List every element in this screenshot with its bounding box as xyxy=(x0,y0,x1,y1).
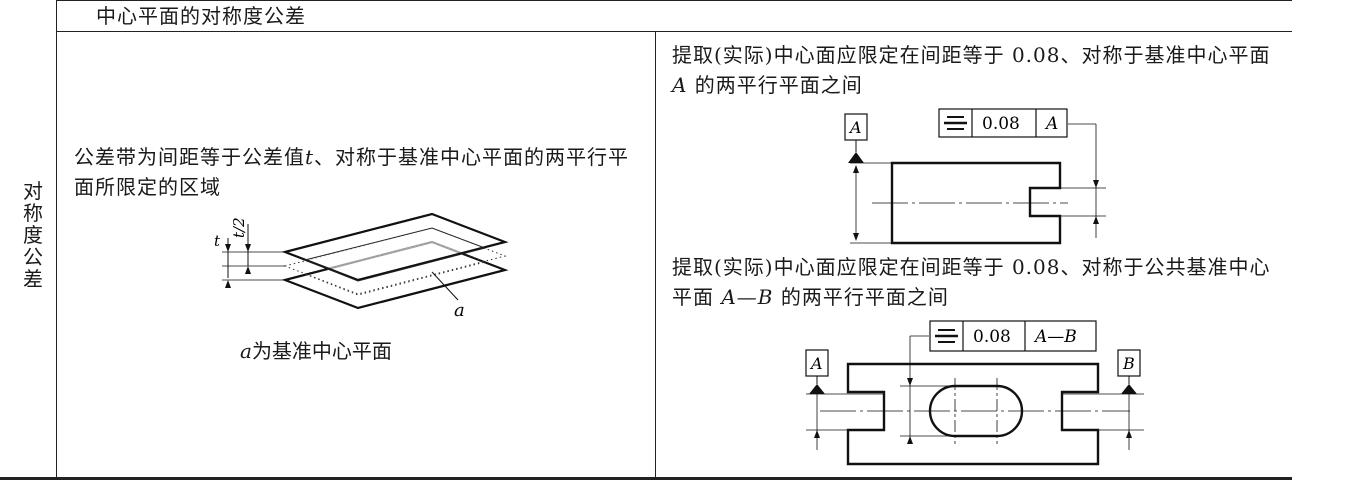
symmetry-icon xyxy=(935,329,958,343)
case2-description: 提取(实际)中心面应限定在间距等于 0.08、对称于公共基准中心平面 A—B 的… xyxy=(672,252,1284,312)
row-label: 对 称 度 公 差 xyxy=(20,180,46,290)
case1-frame-datum: A xyxy=(1044,114,1058,134)
case2-frame-value: 0.08 xyxy=(973,327,1011,347)
row-label-char: 公 xyxy=(23,245,43,269)
row-label-char: 度 xyxy=(23,223,43,247)
case1-datum-label: A xyxy=(848,118,862,137)
desc-part: 公差带为间距等于公差值 xyxy=(74,145,305,169)
case2-text: 提取(实际)中心面应限定在间距等于 0.08、对称于公共基准中心平面 xyxy=(672,255,1271,309)
content-column-divider xyxy=(655,31,656,478)
case2-frame-datum: A—B xyxy=(1033,327,1077,347)
row-label-char: 称 xyxy=(23,201,43,225)
case1-drawing: A xyxy=(844,113,1106,245)
case2-text: 的两平行平面之间 xyxy=(773,285,949,309)
header-bottom-rule xyxy=(56,31,1292,32)
caption-symbol: a xyxy=(240,339,252,363)
case1-feature-control-frame: 0.08 A xyxy=(938,108,1068,138)
fig-label-t-half: t/2 xyxy=(230,217,248,238)
case2-datum-label-b: B xyxy=(1122,354,1135,373)
caption-text: 为基准中心平面 xyxy=(251,339,392,363)
tolerance-zone-description: 公差带为间距等于公差值t、对称于基准中心平面的两平行平面所限定的区域 xyxy=(74,142,644,202)
case1-text: 提取(实际)中心面应限定在间距等于 0.08、对称于基准中心平面 xyxy=(672,43,1271,67)
case2-datum-ref: A—B xyxy=(721,285,774,309)
row-label-char: 差 xyxy=(23,267,43,291)
table-top-rule xyxy=(56,0,1292,1)
case2-datum-label-a: A xyxy=(809,354,823,373)
case1-frame-value: 0.08 xyxy=(982,114,1020,134)
tolerance-zone-figure: t t/2 a xyxy=(214,212,509,321)
fig-label-t: t xyxy=(214,232,221,250)
label-column-divider xyxy=(56,0,57,478)
figure-caption: a为基准中心平面 xyxy=(240,336,392,366)
case1-description: 提取(实际)中心面应限定在间距等于 0.08、对称于基准中心平面 A 的两平行平… xyxy=(672,40,1284,100)
case1-text: 的两平行平面之间 xyxy=(687,73,863,97)
symbol-t: t xyxy=(305,145,315,169)
table-bottom-rule xyxy=(0,477,1292,480)
symmetry-icon xyxy=(944,116,967,130)
case1-datum-ref: A xyxy=(672,73,688,97)
row-label-char: 对 xyxy=(23,179,43,203)
case2-feature-control-frame: 0.08 A—B xyxy=(929,320,1097,352)
case2-drawing: A B xyxy=(805,335,1144,466)
header-title: 中心平面的对称度公差 xyxy=(96,4,306,28)
desc-part: 、对称于基准中心平面的两平行平面所限定的区域 xyxy=(74,145,630,199)
fig-label-a: a xyxy=(454,300,465,321)
